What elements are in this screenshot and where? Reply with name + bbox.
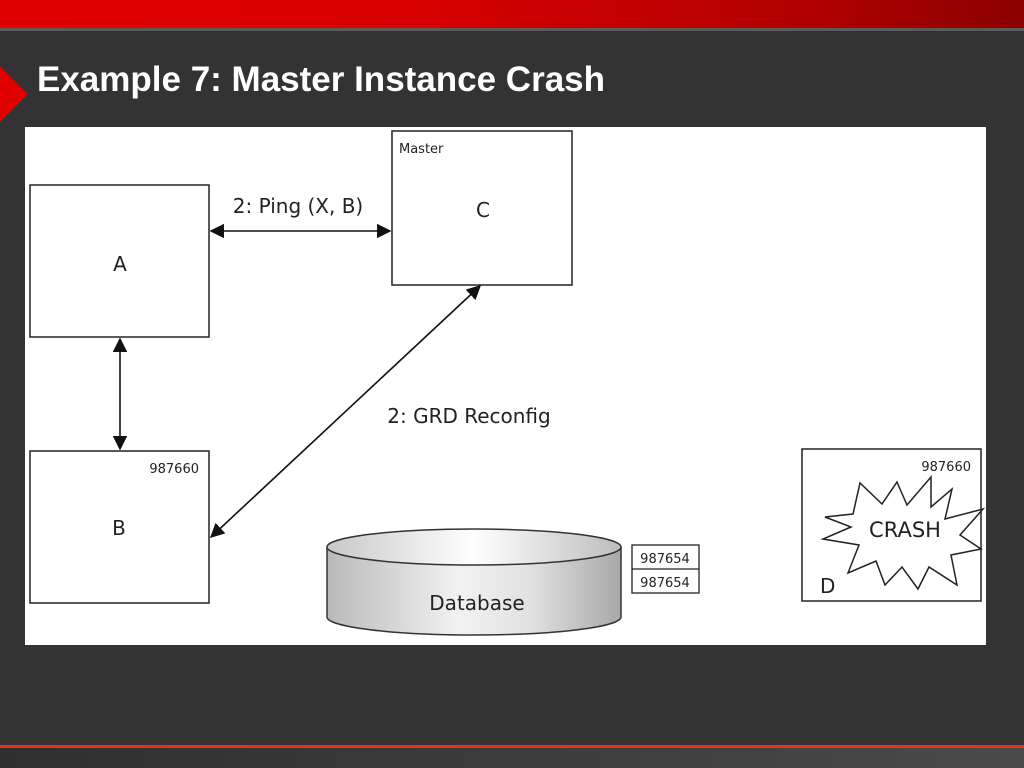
diagram-canvas: A 987660 B Master C 987660 CRASH D 2: Pi… [29, 130, 986, 636]
database-label: Database [429, 591, 524, 615]
footer-strip [0, 748, 1024, 768]
slide-title: Example 7: Master Instance Crash [37, 60, 606, 99]
grd-reconfig-label: 2: GRD Reconfig [387, 404, 550, 428]
node-b-label: B [112, 516, 126, 540]
db-scn-2: 987654 [640, 576, 690, 591]
crash-burst-icon [820, 474, 986, 591]
node-d-scn: 987660 [921, 460, 971, 475]
grd-reconfig-arrow [209, 285, 482, 538]
node-a: A [29, 184, 210, 338]
crash-label: CRASH [869, 518, 941, 542]
footer-divider [0, 745, 1024, 748]
node-d-crashed: 987660 CRASH D [801, 448, 986, 602]
node-d-label: D [820, 574, 835, 598]
top-banner-divider [0, 28, 1024, 31]
node-c-role: Master [399, 142, 444, 157]
ping-label: 2: Ping (X, B) [233, 194, 363, 218]
node-c-master: Master C [391, 130, 573, 286]
title-accent-arrow [0, 66, 28, 122]
node-b-scn: 987660 [149, 462, 199, 477]
top-banner [0, 0, 1024, 28]
database-cylinder: Database [326, 528, 622, 636]
node-c-label: C [476, 198, 490, 222]
node-a-label: A [113, 252, 127, 276]
diagram-figure: A 987660 B Master C 987660 CRASH D 2: Pi… [25, 127, 986, 645]
node-b: 987660 B [29, 450, 210, 604]
db-scn-table: 987654 987654 [631, 544, 700, 594]
db-scn-1: 987654 [640, 552, 690, 567]
